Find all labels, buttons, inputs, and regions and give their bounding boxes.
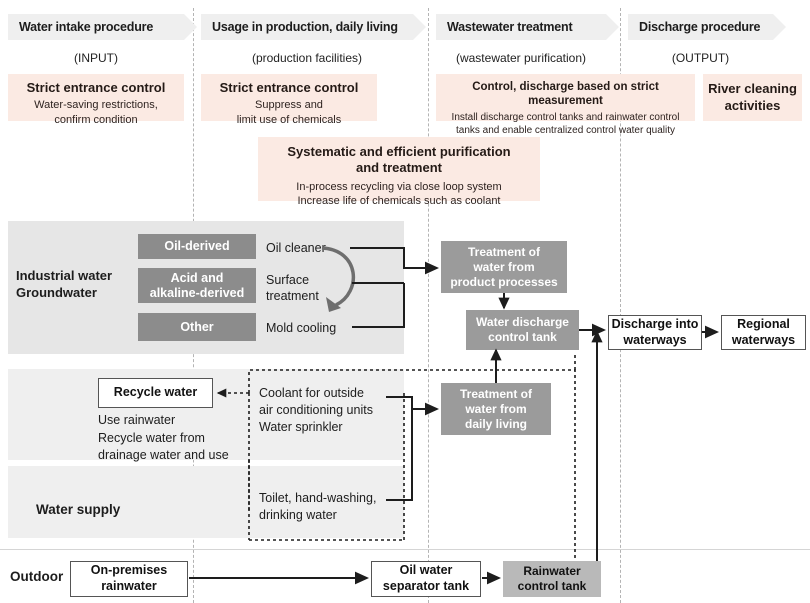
treatment-daily-living-label: Treatment of water from daily living	[459, 386, 532, 431]
regional-waterways-box: Regional waterways	[721, 315, 806, 350]
rainwater-control-tank-box: Rainwater control tank	[503, 561, 601, 597]
regional-waterways-label: Regional waterways	[731, 316, 796, 347]
treatment-product-processes-label: Treatment of water from product processe…	[450, 244, 558, 289]
chip-oil-derived: Oil-derived	[138, 234, 256, 259]
policy-box-production-heading: Strict entrance control	[219, 80, 359, 95]
use-surface-treatment: Surface treatment	[266, 273, 319, 304]
policy-box-wastewater-heading: Control, discharge based on strict measu…	[472, 81, 659, 108]
column-banner-production-label: Usage in production, daily living	[212, 20, 398, 34]
banner-arrow-tip-icon	[606, 14, 619, 40]
recycle-water-note: Use rainwater Recycle water from drainag…	[98, 413, 229, 462]
chip-oil-derived-label: Oil-derived	[164, 239, 230, 253]
oil-water-separator-label: Oil water separator tank	[382, 563, 470, 593]
column-banner-production: Usage in production, daily living	[201, 14, 426, 40]
use-mold-cooling: Mold cooling	[266, 321, 337, 335]
policy-box-production: Strict entrance control Suppress and lim…	[201, 74, 377, 126]
column-separator-2	[428, 8, 429, 603]
water-discharge-control-tank-label: Water discharge control tank	[476, 315, 569, 344]
column-banner-wastewater-label: Wastewater treatment	[447, 20, 573, 34]
banner-arrow-tip-icon	[773, 14, 786, 40]
purification-box-heading: Systematic and efficient purification an…	[287, 144, 511, 176]
banner-arrow-tip-icon	[184, 14, 197, 40]
recycle-water-label: Recycle water	[113, 385, 198, 400]
caption-wastewater: (wastewater purification)	[455, 51, 587, 65]
water-supply-label: Water supply	[36, 502, 121, 517]
chip-other-label: Other	[180, 319, 214, 334]
use-coolant-air-conditioning: Coolant for outside air conditioning uni…	[259, 386, 373, 434]
recycle-water-box: Recycle water	[98, 378, 213, 408]
purification-box: Systematic and efficient purification an…	[258, 137, 540, 207]
column-banner-output-label: Discharge procedure	[639, 20, 761, 34]
rainwater-control-tank-label: Rainwater control tank	[517, 564, 587, 593]
industrial-water-source-label: Industrial water Groundwater	[16, 268, 113, 300]
caption-production: (production facilities)	[251, 51, 363, 65]
policy-box-intake-detail: Water-saving restrictions, confirm condi…	[34, 99, 158, 126]
column-banner-input-label: Water intake procedure	[19, 20, 154, 34]
chip-acid-alkaline-label: Acid and alkaline-derived	[149, 270, 245, 300]
purification-box-detail: In-process recycling via close loop syst…	[296, 180, 502, 207]
discharge-into-waterways-label: Discharge into waterways	[611, 316, 699, 347]
chip-other: Other	[138, 313, 256, 341]
column-banner-output: Discharge procedure	[628, 14, 786, 40]
on-premises-rainwater-label: On-premises rainwater	[90, 563, 168, 593]
treatment-daily-living: Treatment of water from daily living	[441, 383, 551, 435]
use-toilet-drinking: Toilet, hand-washing, drinking water	[259, 491, 377, 522]
oil-water-separator-box: Oil water separator tank	[371, 561, 481, 597]
use-oil-cleaner: Oil cleaner	[266, 241, 326, 255]
column-separator-3	[620, 8, 621, 603]
policy-box-intake-heading: Strict entrance control	[26, 80, 166, 95]
policy-box-production-detail: Suppress and limit use of chemicals	[236, 99, 342, 126]
discharge-into-waterways-box: Discharge into waterways	[608, 315, 702, 350]
policy-box-wastewater: Control, discharge based on strict measu…	[436, 74, 695, 136]
outdoor-divider	[0, 549, 810, 550]
caption-output: (OUTPUT)	[671, 51, 730, 65]
outdoor-label: Outdoor	[10, 569, 64, 584]
policy-box-intake: Strict entrance control Water-saving res…	[8, 74, 184, 126]
column-banner-input: Water intake procedure	[8, 14, 197, 40]
policy-box-river-heading: River cleaning activities	[708, 81, 797, 113]
banner-arrow-tip-icon	[413, 14, 426, 40]
treatment-product-processes: Treatment of water from product processe…	[441, 241, 567, 293]
water-discharge-control-tank: Water discharge control tank	[466, 310, 579, 350]
on-premises-rainwater-box: On-premises rainwater	[70, 561, 188, 597]
chip-acid-alkaline: Acid and alkaline-derived	[138, 268, 256, 303]
policy-box-river: River cleaning activities	[703, 74, 802, 121]
caption-input: (INPUT)	[74, 51, 118, 65]
column-banner-wastewater: Wastewater treatment	[436, 14, 619, 40]
policy-box-wastewater-detail: Install discharge control tanks and rain…	[451, 111, 680, 136]
